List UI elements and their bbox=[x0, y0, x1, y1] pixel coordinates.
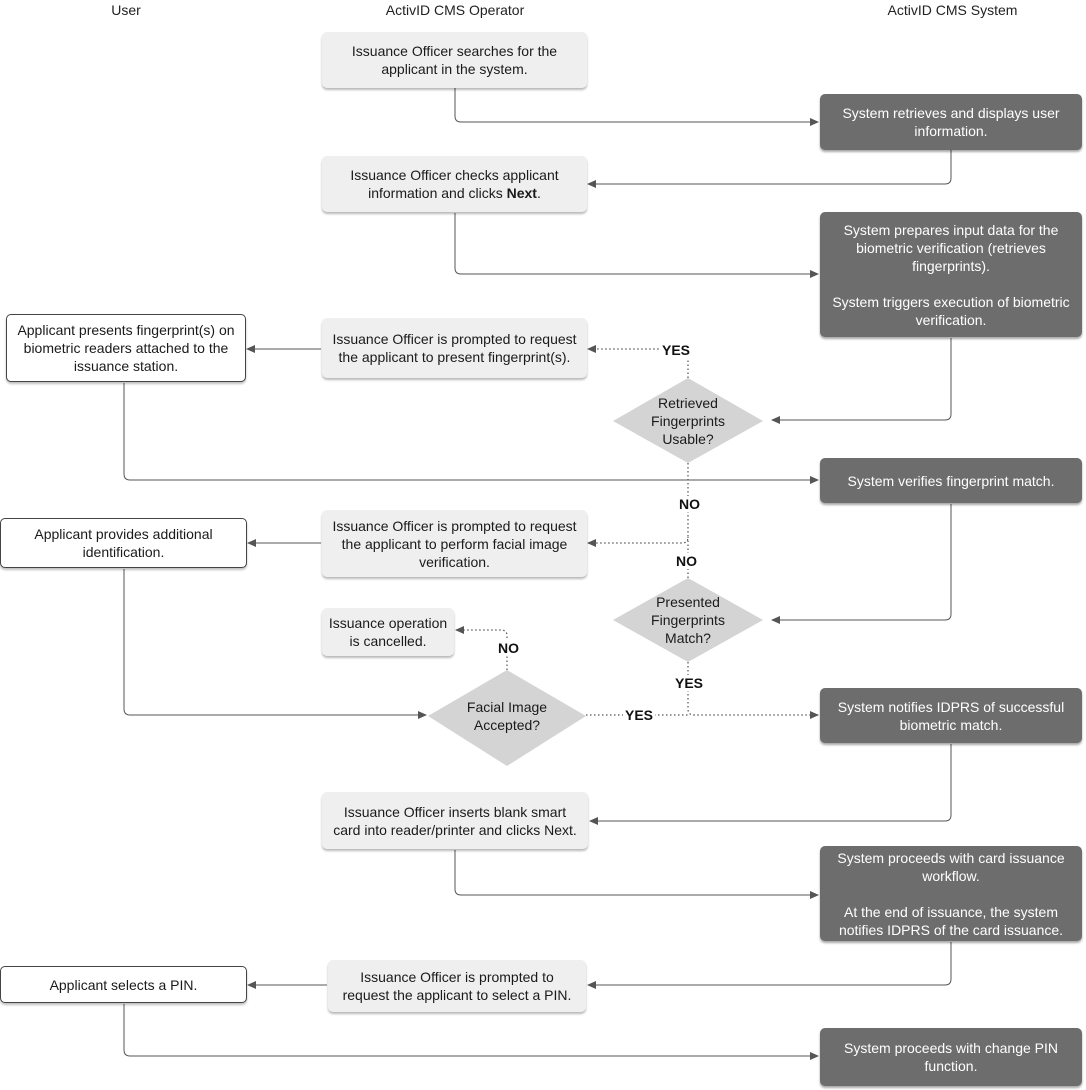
decision-presented-shape bbox=[613, 578, 763, 662]
step-system-verifies-text: System verifies fingerprint match. bbox=[847, 472, 1055, 489]
connector-user-present-to-verify bbox=[123, 383, 819, 484]
step-officer-prompt-fingerprint-text: Issuance Officer is prompted to request … bbox=[332, 331, 577, 365]
connector-search-to-retrieve bbox=[454, 88, 819, 126]
lane-operator-header: ActivID CMS Operator bbox=[385, 2, 525, 18]
step-officer-searches: Issuance Officer searches for the applic… bbox=[322, 32, 587, 88]
decision-presented-match: Presented Fingerprints Match? bbox=[630, 587, 746, 653]
connector-insert-to-proceed bbox=[454, 850, 819, 899]
step-operation-cancelled-text: Issuance operation is cancelled. bbox=[328, 615, 448, 649]
step-officer-checks-prefix: Issuance Officer checks applicant inform… bbox=[350, 167, 559, 201]
decision-facial-accepted: Facial Image Accepted? bbox=[448, 685, 566, 747]
step-officer-checks-next: Next bbox=[506, 185, 537, 201]
branch-retrieved-no bbox=[587, 463, 689, 547]
step-officer-prompt-pin: Issuance Officer is prompted to request … bbox=[328, 960, 586, 1012]
step-system-prepares: System prepares input data for the biome… bbox=[820, 212, 1082, 337]
step-system-notifies-match: System notifies IDPRS of successful biom… bbox=[820, 688, 1082, 743]
step-system-proceeds-card: System proceeds with card issuance workf… bbox=[820, 846, 1082, 941]
step-officer-checks-text: Issuance Officer checks applicant inform… bbox=[330, 166, 579, 202]
step-user-selects-pin: Applicant selects a PIN. bbox=[0, 966, 247, 1003]
label-facial-no: NO bbox=[496, 640, 521, 656]
connector-verify-to-presented-decision bbox=[771, 504, 952, 624]
decision-retrieved-shape bbox=[613, 378, 763, 463]
step-operation-cancelled: Issuance operation is cancelled. bbox=[322, 608, 454, 656]
step-system-verifies: System verifies fingerprint match. bbox=[820, 458, 1082, 503]
step-system-retrieves: System retrieves and displays user infor… bbox=[820, 94, 1082, 150]
step-system-proceeds-card-text: System proceeds with card issuance workf… bbox=[837, 849, 1065, 938]
decision-retrieved-usable-text: Retrieved Fingerprints Usable? bbox=[651, 395, 725, 447]
decision-facial-shape bbox=[428, 670, 586, 766]
step-system-retrieves-text: System retrieves and displays user infor… bbox=[842, 105, 1060, 139]
connector-prepare-to-retrieved-decision bbox=[771, 338, 952, 424]
step-officer-prompt-fingerprint: Issuance Officer is prompted to request … bbox=[322, 318, 587, 378]
connector-notify-to-insert bbox=[589, 744, 952, 825]
step-system-prepares-text: System prepares input data for the biome… bbox=[832, 221, 1070, 328]
step-officer-checks: Issuance Officer checks applicant inform… bbox=[322, 156, 587, 212]
label-retrieved-yes: YES bbox=[660, 342, 693, 358]
decision-facial-accepted-text: Facial Image Accepted? bbox=[466, 699, 548, 733]
connector-user-pin-to-change-pin bbox=[123, 1004, 819, 1060]
step-user-presents-fingerprint-text: Applicant presents fingerprint(s) on bio… bbox=[17, 322, 235, 374]
step-officer-prompt-pin-text: Issuance Officer is prompted to request … bbox=[342, 969, 572, 1003]
label-presented-no: NO bbox=[674, 553, 699, 569]
step-officer-inserts-card: Issuance Officer inserts blank smart car… bbox=[322, 792, 588, 849]
lane-user-header: User bbox=[111, 2, 141, 18]
step-officer-searches-text: Issuance Officer searches for the applic… bbox=[351, 43, 558, 77]
connector-check-to-prepare bbox=[454, 213, 819, 278]
label-retrieved-no: NO bbox=[677, 496, 702, 512]
step-officer-checks-suffix: . bbox=[536, 185, 541, 201]
step-system-change-pin: System proceeds with change PIN function… bbox=[820, 1028, 1082, 1086]
connector-user-additional-to-facial bbox=[123, 569, 427, 719]
label-presented-yes: YES bbox=[673, 675, 706, 691]
step-user-additional-id-text: Applicant provides additional identifica… bbox=[34, 526, 213, 560]
step-user-selects-pin-text: Applicant selects a PIN. bbox=[49, 976, 198, 993]
step-system-notifies-match-text: System notifies IDPRS of successful biom… bbox=[837, 698, 1065, 733]
step-system-change-pin-text: System proceeds with change PIN function… bbox=[844, 1040, 1058, 1074]
step-officer-prompt-facial-text: Issuance Officer is prompted to request … bbox=[332, 517, 577, 570]
step-officer-prompt-facial: Issuance Officer is prompted to request … bbox=[322, 510, 587, 577]
decision-presented-match-text: Presented Fingerprints Match? bbox=[651, 594, 725, 646]
lane-system-header: ActivID CMS System bbox=[887, 2, 1018, 18]
label-facial-yes: YES bbox=[623, 707, 656, 723]
decision-retrieved-usable: Retrieved Fingerprints Usable? bbox=[630, 388, 746, 454]
connector-proceed-to-prompt-pin bbox=[587, 942, 952, 989]
step-officer-inserts-card-text: Issuance Officer inserts blank smart car… bbox=[333, 803, 577, 838]
step-user-presents-fingerprint: Applicant presents fingerprint(s) on bio… bbox=[6, 314, 246, 382]
branch-presented-yes bbox=[687, 662, 819, 719]
connector-retrieve-to-check bbox=[587, 150, 952, 188]
step-user-additional-id: Applicant provides additional identifica… bbox=[0, 518, 247, 568]
